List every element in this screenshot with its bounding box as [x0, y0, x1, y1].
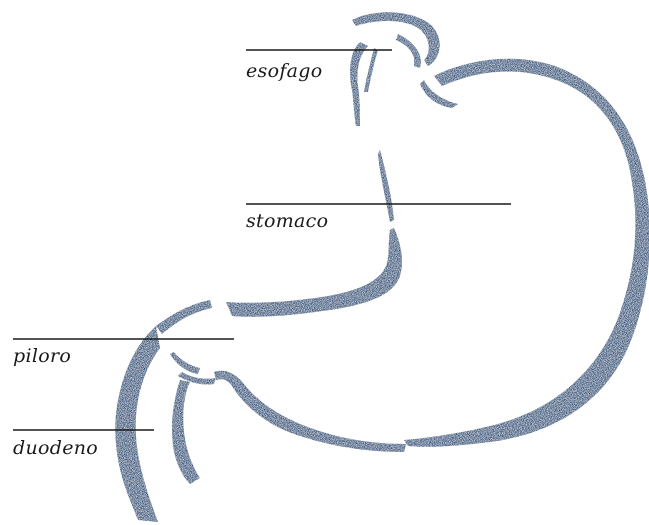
duodenum-inner-wall — [172, 380, 200, 484]
stomach-illustration — [115, 12, 649, 522]
duodenum-outer-wall — [115, 326, 160, 522]
label-duodeno: duodeno — [13, 437, 98, 459]
lesser-curvature-dash — [378, 150, 394, 222]
leader-lines — [13, 49, 511, 431]
label-stomaco: stomaco — [246, 210, 328, 232]
esophagus-left-wall — [350, 42, 368, 126]
pylorus-upper-stroke — [156, 300, 212, 334]
cardia-small-curve — [420, 80, 458, 108]
esophagus-top-curl — [352, 12, 440, 67]
esophagus-inner-stroke — [364, 48, 378, 92]
greater-curvature — [404, 58, 649, 447]
antrum-lower-wall — [214, 370, 406, 452]
esophagus-inner-curl — [396, 34, 421, 68]
pylorus-small-mark-1 — [170, 352, 200, 374]
lesser-curvature-lower — [226, 228, 402, 317]
label-esofago: esofago — [246, 60, 323, 82]
pylorus-small-mark-2 — [178, 372, 216, 385]
label-piloro: piloro — [13, 345, 71, 367]
labels: esofago stomaco piloro duodeno — [13, 60, 328, 459]
